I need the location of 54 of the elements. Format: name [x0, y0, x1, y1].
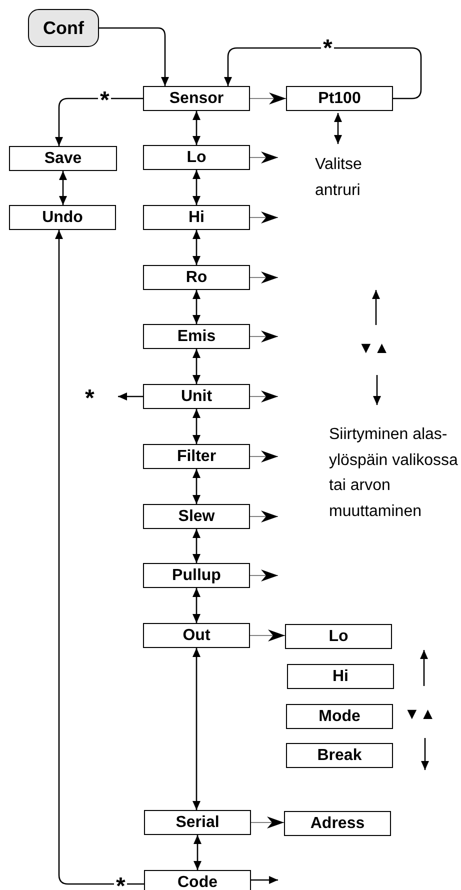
chevron-arrow: [250, 152, 278, 164]
key-symbol: ▼▲: [404, 706, 437, 724]
menu-box: Hi: [143, 205, 250, 230]
menu-box: Save: [9, 146, 117, 171]
menu-box: Lo: [143, 145, 250, 170]
menu-box: Pullup: [143, 563, 250, 588]
arrow: [192, 409, 200, 444]
menu-box: Slew: [143, 504, 250, 529]
chevron-arrow: [250, 390, 278, 402]
chevron-arrow: [250, 92, 286, 104]
arrow: [192, 111, 200, 145]
chevron-arrow: [250, 630, 286, 642]
arrow: [224, 47, 422, 100]
arrow: [192, 170, 200, 205]
arrow: [192, 230, 200, 265]
arrow: [118, 392, 143, 400]
arrow: [192, 588, 200, 623]
menu-box: Ro: [143, 265, 250, 290]
arrow: [99, 27, 169, 86]
chevron-arrow: [250, 272, 278, 284]
chevron-arrow: [250, 570, 278, 582]
arrow: [192, 469, 200, 504]
arrow: [251, 876, 278, 884]
arrow: [192, 529, 200, 563]
menu-box: Sensor: [143, 86, 250, 111]
arrow: [192, 349, 200, 384]
arrow: [194, 835, 202, 870]
arrow: [55, 98, 143, 146]
menu-box: Undo: [9, 205, 116, 230]
menu-box: Break: [286, 743, 393, 768]
chevron-arrow: [250, 330, 278, 342]
menu-box: Filter: [143, 444, 250, 469]
chevron-arrow: [250, 510, 278, 522]
arrow: [59, 171, 67, 205]
arrow: [55, 230, 144, 885]
note-text: Siirtyminen alas-ylöspäin valikossa tai arvon muuttaminen: [329, 425, 459, 522]
chevron-arrow: [250, 450, 278, 462]
menu-box: Code: [144, 870, 251, 890]
menu-box: Serial: [144, 810, 251, 835]
menu-box: Adress: [284, 811, 391, 836]
menu-box: Mode: [286, 704, 393, 729]
menu-box: Lo: [285, 624, 392, 649]
key-symbol: ▼▲: [358, 340, 391, 358]
menu-box: Pt100: [286, 86, 393, 111]
arrow: [192, 290, 200, 324]
menu-box: Conf: [28, 9, 99, 47]
menu-box: Out: [143, 623, 250, 648]
menu-box: Hi: [287, 664, 394, 689]
chevron-arrow: [250, 212, 278, 224]
menu-box: Unit: [143, 384, 250, 409]
note-text: Valitse antruri: [315, 155, 363, 201]
menu-box: Emis: [143, 324, 250, 349]
chevron-arrow: [250, 816, 284, 828]
arrow: [192, 648, 200, 810]
